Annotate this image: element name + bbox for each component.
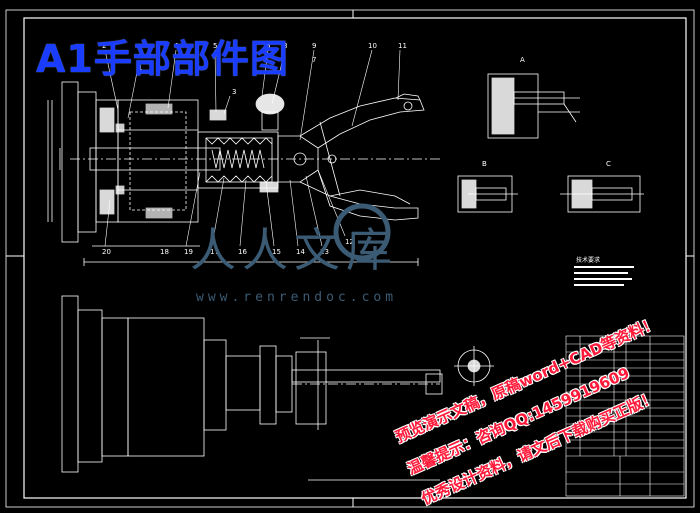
detail-view-b: B — [457, 160, 518, 213]
main-assembly-view — [47, 81, 440, 266]
part-label-16: 16 — [238, 248, 247, 256]
logo-chinese-text: 人人文库 — [190, 223, 398, 277]
part-label-13: 13 — [320, 248, 329, 256]
technical-notes: 技术要求 — [574, 256, 634, 286]
part-label-8: 8 — [283, 42, 287, 50]
renrendoc-logo — [333, 203, 391, 261]
section-view-d — [454, 346, 494, 386]
part-label-11: 11 — [398, 42, 407, 50]
part-label-5: 5 — [213, 42, 217, 50]
part-label-15: 15 — [272, 248, 281, 256]
logo-url-text: www.renrendoc.com — [196, 290, 398, 305]
detail-view-c: C — [560, 160, 644, 213]
section-label-b: B — [482, 160, 487, 168]
part-label-4: 4 — [174, 42, 179, 50]
part-label-12: 12 — [345, 238, 354, 246]
part-label-9: 9 — [312, 42, 316, 50]
part-label-3: 3 — [232, 88, 236, 96]
section-label-a: A — [520, 56, 525, 64]
part-label-20: 20 — [102, 248, 111, 256]
inner-frame — [23, 17, 687, 499]
leader-lines — [104, 49, 401, 247]
part-label-18: 18 — [160, 248, 169, 256]
parts-list-table — [565, 335, 685, 497]
part-label-2: 2 — [102, 42, 106, 50]
part-number-labels: 1 2 4 5 6 8 9 10 11 7 3 12 13 14 15 16 1… — [102, 42, 407, 256]
part-label-1: 1 — [138, 64, 142, 72]
lower-elevation-view — [61, 295, 443, 481]
section-label-c: C — [606, 160, 611, 168]
part-label-14: 14 — [296, 248, 305, 256]
detail-view-a: A — [487, 56, 580, 139]
outer-frame — [5, 9, 695, 508]
part-label-17: 17 — [210, 248, 219, 256]
part-label-10: 10 — [368, 42, 377, 50]
drawing-title: A1手部部件图 — [36, 37, 289, 81]
notes-title: 技术要求 — [576, 256, 600, 264]
part-label-19: 19 — [184, 248, 193, 256]
part-label-7: 7 — [312, 56, 316, 64]
part-label-6: 6 — [266, 42, 271, 50]
